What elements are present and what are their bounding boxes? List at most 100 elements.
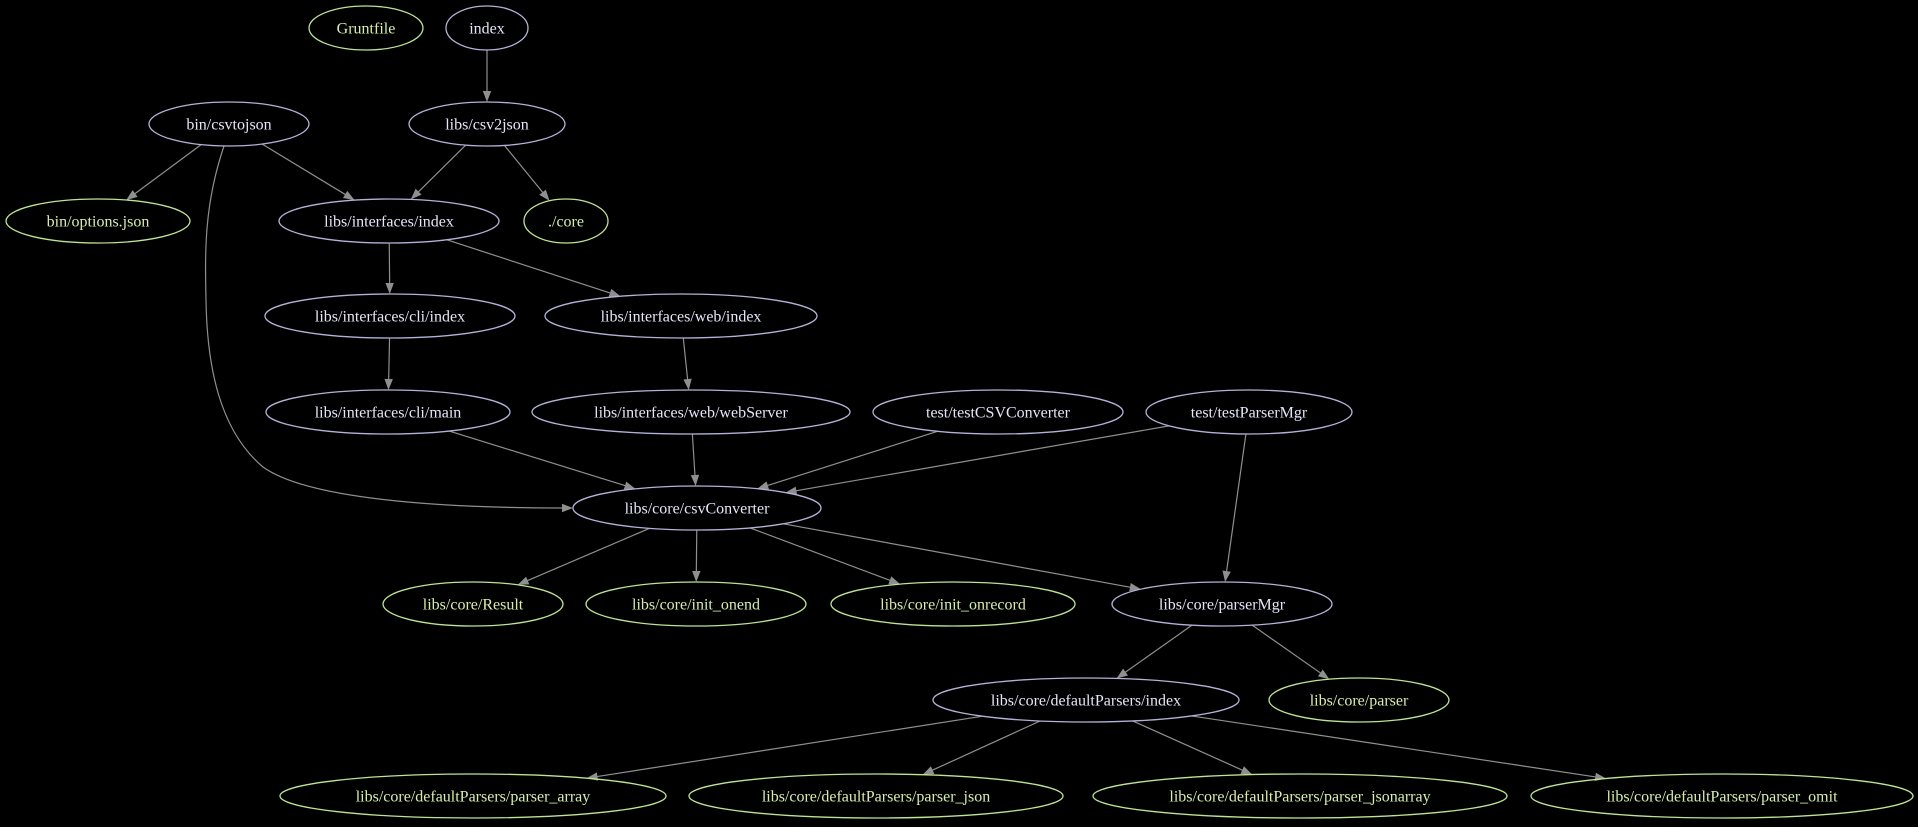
edge-line	[930, 720, 1041, 772]
edge-arrowhead	[888, 576, 901, 585]
node-ellipse	[1111, 581, 1333, 627]
graph-edge-csvconverter-to-init_onend	[692, 529, 701, 583]
edge-line	[783, 523, 1133, 589]
graph-edge-bin_csvtojson-to-ifc_index	[261, 143, 355, 201]
node-ellipse	[1268, 677, 1450, 723]
node-label: libs/interfaces/web/index	[601, 309, 762, 326]
graph-node-init_onend: libs/core/init_onend	[585, 581, 807, 627]
edge-line	[765, 430, 938, 487]
edge-line	[691, 433, 696, 478]
edge-arrowhead	[623, 481, 636, 490]
node-label: libs/core/defaultParsers/index	[991, 693, 1181, 710]
edge-line	[261, 143, 348, 196]
graph-edge-cli_main-to-csvconverter	[449, 430, 636, 490]
node-label: test/testParserMgr	[1191, 405, 1308, 422]
edge-arrowhead	[1116, 668, 1128, 679]
graph-edge-dp_index-to-p_array	[586, 715, 983, 781]
edge-line	[749, 527, 892, 582]
node-label: libs/core/csvConverter	[625, 501, 771, 518]
edge-line	[446, 239, 613, 295]
graph-edge-dp_index-to-p_json	[922, 720, 1041, 775]
edge-line	[1225, 433, 1247, 574]
edge-line	[204, 145, 564, 509]
edge-arrowhead	[692, 570, 701, 583]
graph-node-test_csv: test/testCSVConverter	[872, 389, 1124, 435]
graph-node-cli_index: libs/interfaces/cli/index	[264, 293, 516, 339]
node-ellipse	[445, 5, 529, 51]
node-ellipse	[382, 581, 564, 627]
edge-line	[1123, 624, 1193, 674]
node-ellipse	[531, 389, 851, 435]
graph-edge-dp_index-to-p_jsonarray	[1132, 720, 1253, 775]
graph-node-p_jsonarray: libs/core/defaultParsers/parser_jsonarra…	[1092, 773, 1508, 819]
edge-line	[133, 144, 202, 196]
node-label: libs/core/Result	[423, 597, 524, 614]
edge-arrowhead	[757, 481, 770, 490]
node-ellipse	[408, 101, 566, 147]
graph-node-parser: libs/core/parser	[1268, 677, 1450, 723]
graph-edge-csvconverter-to-result	[517, 527, 650, 585]
node-label: test/testCSVConverter	[926, 405, 1071, 422]
edge-arrowhead	[384, 378, 393, 391]
node-ellipse	[278, 198, 500, 244]
edge-arrowhead	[342, 190, 355, 201]
edge-line	[1132, 720, 1245, 772]
edge-arrowhead	[126, 190, 138, 201]
edge-line	[388, 337, 391, 382]
node-ellipse	[264, 293, 516, 339]
graph-node-init_onrecord: libs/core/init_onrecord	[830, 581, 1076, 627]
node-label: index	[469, 21, 505, 38]
graph-edge-test_parsermgr-to-parsermgr	[1222, 433, 1247, 583]
node-ellipse	[688, 773, 1064, 819]
graph-edge-libs_csv2json-to-core	[503, 145, 550, 201]
graph-edge-webserver-to-csvconverter	[690, 433, 700, 487]
graph-edge-cli_index-to-cli_main	[384, 337, 393, 391]
graph-node-p_omit: libs/core/defaultParsers/parser_omit	[1530, 773, 1914, 819]
node-ellipse	[265, 389, 511, 435]
node-ellipse	[1145, 389, 1353, 435]
edge-arrowhead	[562, 503, 573, 513]
node-ellipse	[1092, 773, 1508, 819]
edge-line	[595, 715, 983, 778]
node-ellipse	[585, 581, 807, 627]
edge-line	[449, 430, 628, 487]
edge-line	[1191, 715, 1598, 778]
graph-node-webserver: libs/interfaces/web/webServer	[531, 389, 851, 435]
edge-line	[682, 337, 689, 382]
node-ellipse	[523, 198, 609, 244]
edge-line	[416, 144, 467, 194]
edges-layer	[126, 50, 1607, 782]
graph-edge-libs_csv2json-to-ifc_index	[410, 144, 467, 200]
graph-edge-csvconverter-to-parsermgr	[783, 523, 1141, 592]
edge-arrowhead	[410, 188, 422, 200]
graph-node-web_index: libs/interfaces/web/index	[544, 293, 818, 339]
graph-node-cli_main: libs/interfaces/cli/main	[265, 389, 511, 435]
edge-arrowhead	[683, 378, 692, 391]
node-ellipse	[572, 485, 822, 531]
graph-node-p_array: libs/core/defaultParsers/parser_array	[279, 773, 667, 819]
graph-edge-web_index-to-webserver	[682, 337, 692, 391]
node-label: ./core	[548, 214, 584, 231]
graph-edge-parsermgr-to-dp_index	[1116, 624, 1193, 679]
node-ellipse	[932, 677, 1240, 723]
node-label: bin/csvtojson	[186, 117, 271, 134]
graph-edge-index-to-libs_csv2json	[482, 50, 492, 102]
node-ellipse	[830, 581, 1076, 627]
node-label: libs/interfaces/index	[324, 214, 454, 231]
node-ellipse	[308, 5, 424, 51]
node-label: libs/core/init_onrecord	[880, 597, 1026, 614]
edge-line	[794, 425, 1170, 492]
node-label: libs/csv2json	[445, 117, 529, 134]
node-ellipse	[5, 198, 191, 244]
edge-arrowhead	[385, 282, 394, 295]
node-label: libs/core/parser	[1310, 693, 1409, 710]
edge-arrowhead	[482, 91, 492, 102]
graph-edge-bin_csvtojson-to-bin_options	[126, 144, 202, 201]
edge-line	[525, 527, 650, 582]
graph-node-gruntfile: Gruntfile	[308, 5, 424, 51]
graph-edge-ifc_index-to-cli_index	[385, 242, 394, 295]
graph-node-dp_index: libs/core/defaultParsers/index	[932, 677, 1240, 723]
node-label: libs/core/defaultParsers/parser_array	[356, 789, 591, 806]
